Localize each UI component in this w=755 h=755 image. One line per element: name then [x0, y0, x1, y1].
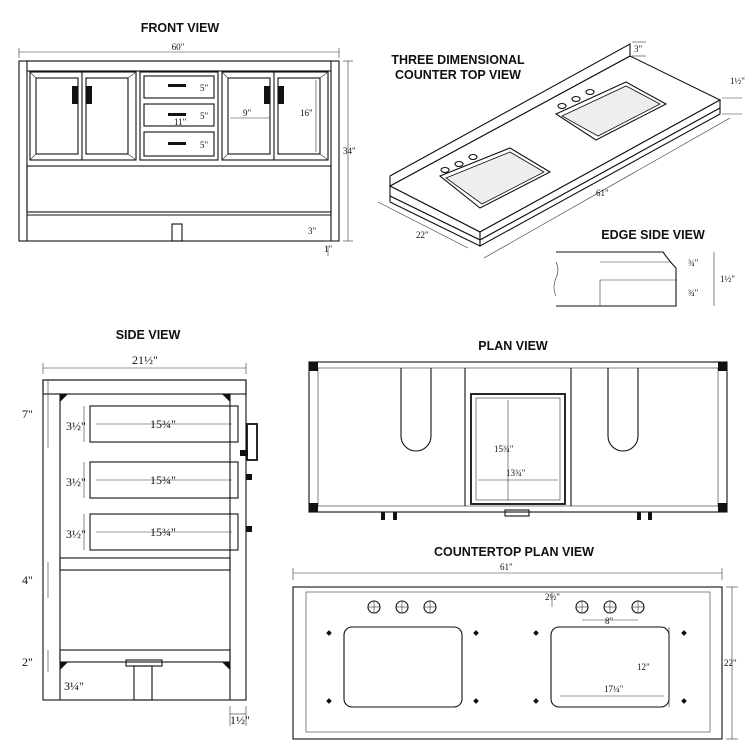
- side-bottom-label: 2": [22, 655, 33, 669]
- edge-total-label: 1½": [720, 274, 735, 284]
- front-drawer2-label: 5": [200, 111, 209, 121]
- front-drawer1-label: 5": [200, 83, 209, 93]
- edge-view-title: EDGE SIDE VIEW: [601, 228, 705, 242]
- front-toe-label: 3": [308, 226, 317, 236]
- side-drawer2-height-label: 3½": [66, 475, 86, 489]
- ctp-sink-width-label: 17¼": [604, 684, 624, 694]
- ctp-depth-label: 22": [724, 658, 737, 668]
- edge-side-view: EDGE SIDE VIEW ¾" ¾" 1½": [553, 228, 735, 307]
- side-leg-label: 1½": [230, 713, 250, 727]
- front-door-height-label: 16": [300, 108, 313, 118]
- side-drawer3-width-label: 15¾": [150, 525, 176, 539]
- side-drawer2-width-label: 15¾": [150, 473, 176, 487]
- side-top-label: 7": [22, 407, 33, 421]
- front-width-label: 60": [172, 42, 185, 52]
- countertop-3d-title-1: THREE DIMENSIONAL: [391, 53, 525, 67]
- front-door-width-label: 9": [243, 108, 252, 118]
- ctp-spread-label: 8": [605, 616, 614, 626]
- ct3d-edge-label: 1½": [730, 76, 745, 86]
- ct3d-depth-label: 22": [416, 230, 429, 240]
- countertop-3d-title-2: COUNTER TOP VIEW: [395, 68, 521, 82]
- countertop-plan-title: COUNTERTOP PLAN VIEW: [434, 545, 594, 559]
- plan-view-title: PLAN VIEW: [478, 339, 548, 353]
- side-drawer1-width-label: 15¾": [150, 417, 176, 431]
- ct3d-back-label: 3": [634, 44, 643, 54]
- front-view: FRONT VIEW 60" 5" 5" 5" 11": [18, 21, 356, 256]
- side-toe-label: 3¼": [64, 679, 84, 693]
- ctp-length-label: 61": [500, 562, 513, 572]
- edge-top-label: ¾": [688, 258, 699, 268]
- plan-view: PLAN VIEW 15¾" 13¾": [308, 339, 728, 520]
- ctp-sink-height-label: 12": [637, 662, 650, 672]
- ct3d-length-label: 61": [596, 188, 609, 198]
- ctp-back-label: 2½": [545, 592, 560, 602]
- front-drawer3-label: 5": [200, 140, 209, 150]
- side-drawer1-height-label: 3½": [66, 419, 86, 433]
- side-shelf-label: 4": [22, 573, 33, 587]
- plan-width-label: 13¾": [506, 468, 526, 478]
- side-depth-label: 21½": [132, 353, 158, 367]
- side-view: SIDE VIEW 21½" 15¾" 15¾" 15¾" 3½" 3½" 3½…: [22, 328, 258, 727]
- side-view-title: SIDE VIEW: [116, 328, 181, 342]
- edge-bottom-label: ¾": [688, 288, 699, 298]
- countertop-3d-view: THREE DIMENSIONAL COUNTER TOP VIEW 22" 6…: [377, 41, 745, 259]
- front-leg-label: 1": [324, 244, 333, 254]
- front-height-label: 34": [343, 146, 356, 156]
- side-drawer3-height-label: 3½": [66, 527, 86, 541]
- front-view-title: FRONT VIEW: [141, 21, 220, 35]
- front-drawer-width-label: 11": [174, 117, 187, 127]
- countertop-plan-view: COUNTERTOP PLAN VIEW 61": [292, 545, 738, 740]
- plan-depth-label: 15¾": [494, 444, 514, 454]
